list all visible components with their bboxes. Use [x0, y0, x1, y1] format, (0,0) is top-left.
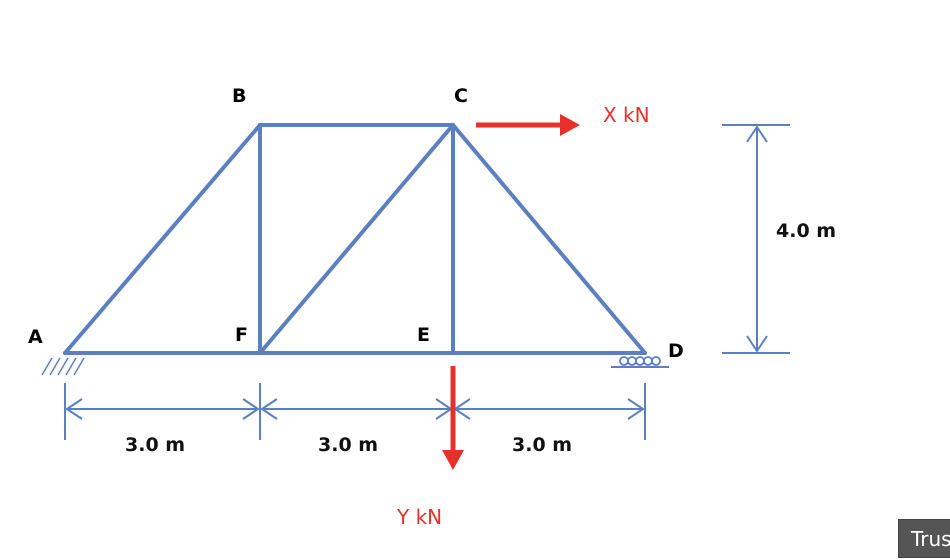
truss-members — [63, 123, 647, 355]
roller-support-D — [611, 356, 669, 368]
load-X — [476, 114, 580, 136]
member-AB — [63, 123, 262, 355]
dim-label-1: 3.0 m — [125, 434, 185, 456]
dim-label-3: 3.0 m — [512, 434, 572, 456]
member-CD — [451, 123, 647, 355]
arrow-right-icon — [560, 114, 580, 136]
load-label-X: X kN — [603, 103, 650, 127]
tooltip: Trus — [898, 519, 950, 558]
node-label-C: C — [454, 85, 468, 107]
load-Y — [442, 366, 464, 470]
dim-label-height: 4.0 m — [776, 220, 836, 242]
member-FC — [258, 123, 455, 355]
node-label-E: E — [417, 324, 430, 346]
dim-label-2: 3.0 m — [318, 434, 378, 456]
arrow-down-icon — [442, 450, 464, 470]
dimension-lines — [64, 124, 790, 440]
node-label-A: A — [28, 326, 43, 348]
load-label-Y: Y kN — [396, 505, 442, 529]
pin-support-A — [41, 357, 85, 376]
node-label-B: B — [232, 85, 246, 107]
node-label-F: F — [235, 324, 248, 346]
node-label-D: D — [668, 340, 684, 362]
